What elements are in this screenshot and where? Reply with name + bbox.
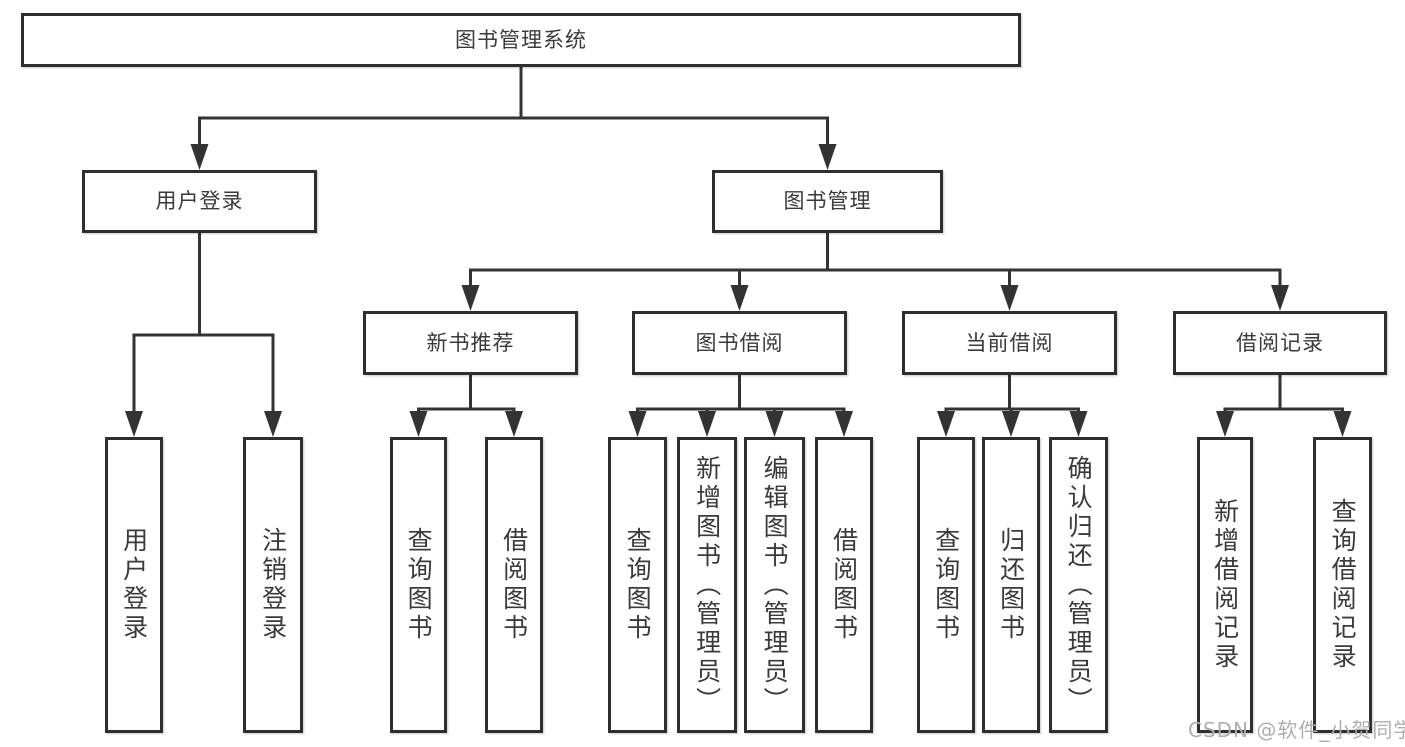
node-book-borrow: 图书借阅 [632,311,847,375]
leaf-edit-books-admin: 编辑图书（管理员） [744,437,805,733]
node-new-book-recommend: 新书推荐 [363,311,578,375]
leaf-query-borrow-record: 查询借阅记录 [1313,437,1372,733]
leaf-borrow-books: 借阅图书 [815,437,873,733]
node-user-login-group: 用户登录 [82,170,317,233]
leaf-query-books-recommend: 查询图书 [390,437,447,733]
leaf-return-books: 归还图书 [982,437,1040,733]
leaf-borrow-books-recommend: 借阅图书 [485,437,543,733]
leaf-query-books-borrow: 查询图书 [608,437,667,733]
leaf-logout: 注销登录 [243,437,303,733]
watermark: CSDN @软件_小贺同学 [1188,718,1405,742]
leaf-add-borrow-record: 新增借阅记录 [1197,437,1253,733]
node-borrow-records: 借阅记录 [1173,311,1387,375]
leaf-add-books-admin: 新增图书（管理员） [677,437,737,733]
node-root: 图书管理系统 [21,13,1021,67]
node-current-borrow: 当前借阅 [902,311,1117,375]
leaf-query-books-current: 查询图书 [917,437,975,733]
leaf-user-login: 用户登录 [105,437,163,733]
leaf-confirm-return-admin: 确认归还（管理员） [1049,437,1108,733]
node-book-management: 图书管理 [712,170,943,233]
